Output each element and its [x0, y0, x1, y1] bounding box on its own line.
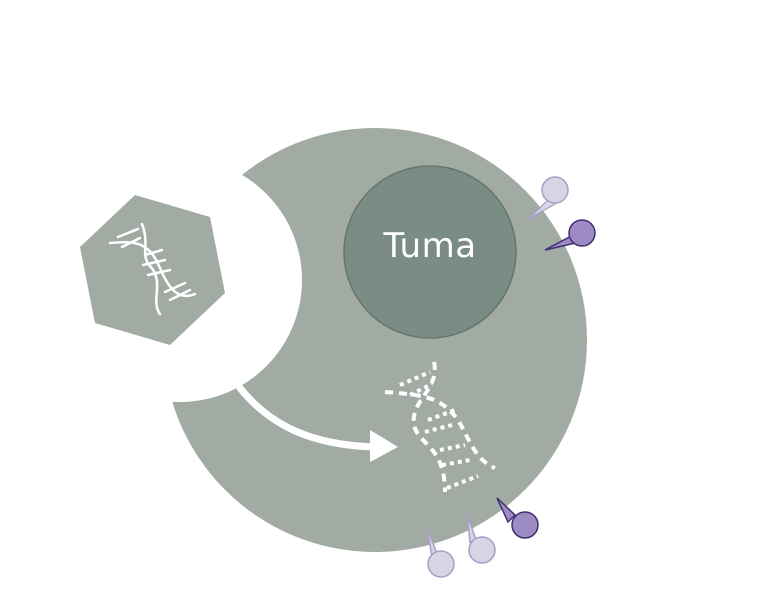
receptor-icon [526, 176, 569, 221]
nucleus-label: Tuma [383, 226, 477, 266]
arrow-icon [236, 384, 398, 462]
nucleus [343, 165, 517, 339]
dashed-dna-icon [384, 361, 496, 493]
receptor-icon [426, 527, 455, 578]
dna-icon [108, 222, 197, 316]
receptor-icon [544, 219, 596, 251]
receptor-icon [466, 513, 496, 564]
virus-hexagon-icon [80, 195, 225, 345]
receptor-icon [496, 497, 539, 539]
